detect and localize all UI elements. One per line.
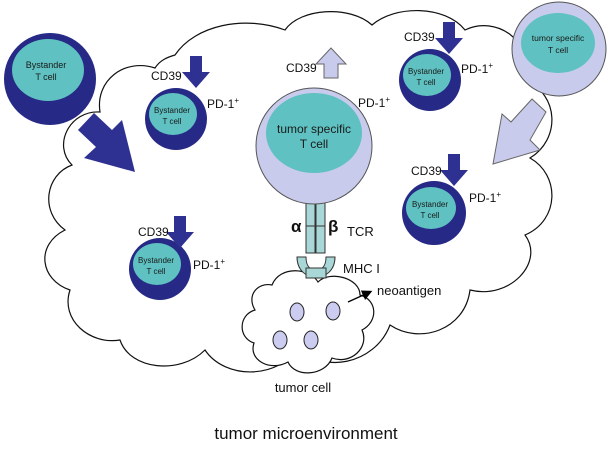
antigen-dot <box>289 302 305 322</box>
mhc-stalk <box>305 267 327 279</box>
tumor-cell-label: tumor cell <box>275 380 331 395</box>
bystander-t-cell-outside: Bystander T cell <box>4 33 96 125</box>
tcr-beta-label: β <box>328 217 338 236</box>
cell-label: T cell <box>147 267 166 276</box>
cell-label: Bystander <box>412 200 448 209</box>
cell-label: Bystander <box>138 256 174 265</box>
pd1-label: PD-1+ <box>461 61 493 76</box>
cell-label: T cell <box>417 78 436 87</box>
pd1-label: PD-1+ <box>358 95 390 110</box>
pd1-label: PD-1+ <box>193 257 225 272</box>
cd39-down-arrow <box>440 154 468 186</box>
tcr-beta-chain <box>315 202 326 254</box>
cell-label: T cell <box>421 211 440 220</box>
bystander-t-cell-bottom-left: Bystander T cell <box>129 238 191 300</box>
cell-label: tumor specific <box>277 122 351 136</box>
cd39-label: CD39 <box>404 30 435 44</box>
cell-label: tumor specific <box>532 33 585 43</box>
cd39-down-arrow <box>182 56 210 88</box>
mhc-label: MHC I <box>343 261 380 276</box>
cell-label: Bystander <box>408 67 444 76</box>
tumor-cell <box>241 270 375 374</box>
neoantigen-pointer <box>347 290 373 303</box>
tumor-specific-t-cell-center: tumor specific T cell <box>255 87 373 205</box>
pd1-label: PD-1+ <box>469 190 501 205</box>
cd39-label: CD39 <box>286 61 317 75</box>
tcr-alpha-chain <box>305 202 316 254</box>
antigen-dot <box>272 330 288 350</box>
cd39-down-arrow <box>166 216 194 248</box>
cd39-label: CD39 <box>411 164 442 178</box>
diagram-caption: tumor microenvironment <box>214 424 398 443</box>
cd39-label: CD39 <box>138 225 169 239</box>
antigen-dot <box>325 301 341 321</box>
cd39-up-arrow <box>314 47 348 79</box>
cell-label: Bystander <box>154 106 190 115</box>
tcr-alpha-label: α <box>291 217 302 236</box>
tumor-specific-t-cell-outside: tumor specific T cell <box>511 1 607 97</box>
cell-label: T cell <box>548 45 568 55</box>
bystander-t-cell-top-left: Bystander T cell <box>145 88 207 150</box>
bystander-t-cell-top-right: Bystander T cell <box>399 49 461 111</box>
cell-label: T cell <box>35 72 56 82</box>
cell-label: Bystander <box>26 60 67 70</box>
cd39-down-arrow <box>435 22 463 54</box>
bystander-t-cell-mid-right: Bystander T cell <box>402 181 466 245</box>
antigen-dot <box>303 330 319 350</box>
cell-label: T cell <box>300 137 328 151</box>
cell-label: T cell <box>163 117 182 126</box>
entry-arrow-tumor-specific <box>492 98 547 165</box>
entry-arrow-bystander <box>78 113 135 172</box>
cd39-label: CD39 <box>151 69 182 83</box>
tcr-label: TCR <box>347 224 374 239</box>
pd1-label: PD-1+ <box>207 96 239 111</box>
neoantigen-label: neoantigen <box>377 283 441 298</box>
